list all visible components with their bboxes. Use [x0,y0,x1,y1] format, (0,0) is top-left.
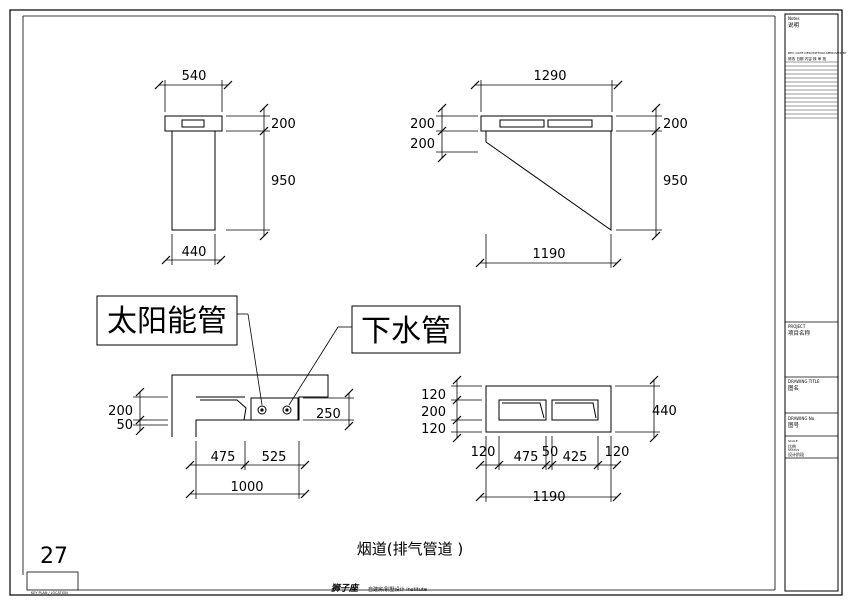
dim-plan-left-right: 250 [316,407,341,422]
dim-left-right-top: 200 [271,117,296,132]
drain-pipe-label: 下水管 [361,314,451,349]
drawing-title-label-en: DRAWING TITLE [788,379,820,384]
callout-solar-pipe: 太阳能管 [96,295,263,406]
dim-left-right-height: 950 [271,174,296,189]
callout-drain-pipe: 下水管 [288,305,461,406]
footer-brand: 狮子座 [331,583,360,594]
dim-plan-right-seg2: 475 [514,450,539,465]
dim-plan-right-left3: 120 [421,422,446,437]
footer-subtitle: 自建房/别墅设计 institute [368,586,427,593]
drawing-no-label-en: DRAWING No [788,416,815,421]
revision-table-lines [785,61,838,119]
dim-plan-right-left2: 200 [421,405,446,420]
dim-right-left-second: 200 [410,137,435,152]
dim-plan-right-total: 1190 [532,490,565,505]
dim-plan-left-upper: 200 [108,404,133,419]
elevation-left: 540 440 200 950 [154,69,296,265]
dim-plan-right-seg5: 120 [605,445,630,460]
dim-right-right-top: 200 [663,117,688,132]
project-label-cn: 项目名称 [788,329,811,337]
dim-plan-left-seg2: 525 [262,450,287,465]
plan-right: 120 200 120 440 120 475 50 425 120 1190 [421,375,677,505]
plan-left-outline [171,374,329,437]
dim-left-top-width: 540 [182,69,207,84]
dim-right-top-width: 1290 [533,69,566,84]
plan-right-dimensions [451,375,660,502]
elevation-left-outline [164,115,223,231]
dim-plan-left-lower: 50 [116,418,133,433]
drawing-title-label-cn: 图名 [788,384,799,392]
elevation-right-dimensions [436,80,662,268]
dim-right-bottom-width: 1190 [532,247,565,262]
scale-label-cn: 比例 [788,443,796,449]
notes-label-en: Notes [788,16,800,21]
key-plan-label: KEY PLAN / LOCATION [31,591,68,595]
dim-plan-right-seg4: 425 [563,450,588,465]
sheet-frame [9,9,843,596]
plan-right-outline [485,385,612,433]
title-block: Notes 说明 REV. DATE DESCRIPTION APPROVED … [785,16,847,459]
solar-pipe-label: 太阳能管 [107,304,227,339]
scale-label-en: SCALE [788,439,798,443]
dim-plan-right-left1: 120 [421,388,446,403]
dim-plan-left-total: 1000 [230,480,263,495]
elevation-right: 1290 1190 200 200 200 950 [410,69,688,268]
dim-plan-right-seg1: 120 [471,445,496,460]
plan-left-dimensions [133,387,354,499]
revision-header-en: REV. DATE DESCRIPTION APPROVED BY [788,51,847,55]
dim-plan-right-seg3: 50 [542,445,559,460]
revision-header-cn: 修改 日期 内容 核 审 批 [788,56,826,61]
dim-left-bottom-width: 440 [182,245,207,260]
drawing-caption: 烟道(排气管道 ) [357,540,463,558]
elevation-left-dimensions [154,80,270,265]
page-number: 27 [40,544,68,569]
elevation-right-outline [480,115,613,231]
notes-label-cn: 说明 [788,21,800,29]
dim-right-left-top: 200 [410,117,435,132]
solar-pipe-symbol [257,405,267,415]
dim-plan-left-seg1: 475 [211,450,236,465]
plan-left: 200 50 250 475 525 1000 [108,374,354,499]
project-label-en: PROJECT [788,324,806,329]
dim-right-right-height: 950 [663,174,688,189]
drain-pipe-symbol [282,405,292,415]
key-plan-box [26,571,79,591]
dim-plan-right-right: 440 [652,404,677,419]
status-label-en: STATUS [788,448,799,452]
status-label-cn: 设计阶段 [788,451,804,457]
drawing-no-label-cn: 图号 [788,421,800,429]
